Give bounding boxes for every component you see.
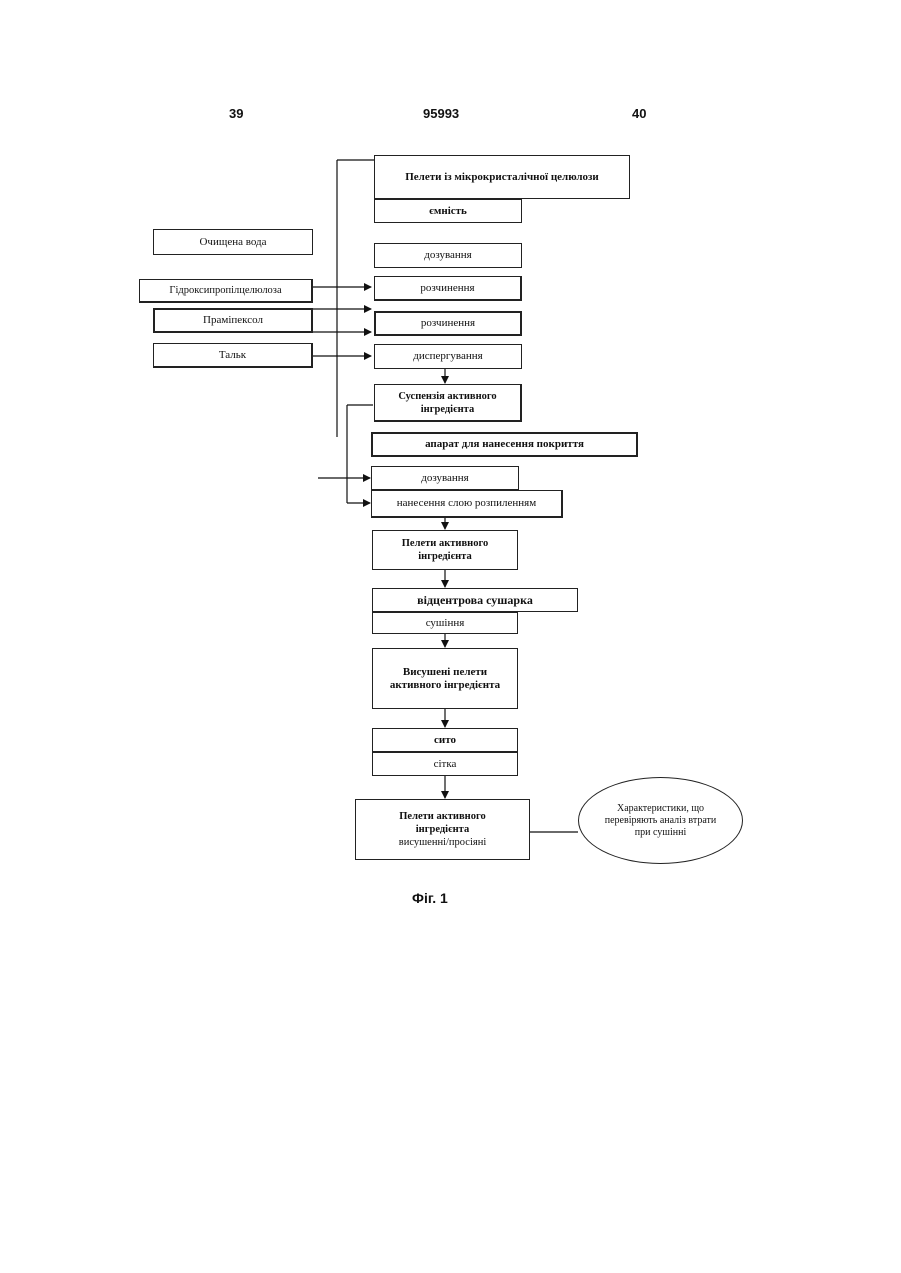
centrifugal-dryer-box: відцентрова сушарка	[372, 588, 578, 612]
container-box: ємність	[374, 199, 522, 223]
final-pellets-box: Пелети активного інгредієнта висушенні/п…	[355, 799, 530, 860]
input-purified-water: Очищена вода	[153, 229, 313, 255]
drying-box: сушіння	[372, 612, 518, 634]
input-pramipexole: Праміпексол	[153, 308, 313, 333]
characteristics-ellipse: Характеристики, що перевіряють аналіз вт…	[578, 777, 743, 864]
figure-caption: Фіг. 1	[412, 890, 448, 906]
input-talc: Тальк	[153, 343, 313, 368]
characteristics-text: Характеристики, що перевіряють аналіз вт…	[597, 803, 724, 839]
dried-pellets-box: Висушені пелети активного інгредієнта	[372, 648, 518, 709]
dosing-box-2: дозування	[371, 466, 519, 490]
input-hydroxypropylcellulose: Гідроксипропілцелюлоза	[139, 279, 313, 303]
dissolving-box-1: розчинення	[374, 276, 522, 301]
sieve-box: сито	[372, 728, 518, 752]
final-pellets-title: Пелети активного інгредієнта	[383, 810, 503, 836]
spray-layering-box: нанесення слою розпиленням	[371, 490, 563, 518]
dispersing-box: диспергування	[374, 344, 522, 369]
dosing-box-1: дозування	[374, 243, 522, 268]
mesh-box: сітка	[372, 752, 518, 776]
coating-apparatus-box: апарат для нанесення покриття	[371, 432, 638, 457]
final-pellets-subtitle: висушенні/просіяні	[399, 836, 487, 849]
api-pellets-box: Пелети активного інгредієнта	[372, 530, 518, 570]
dissolving-box-2: розчинення	[374, 311, 522, 336]
suspension-box: Суспензія активного інгредієнта	[374, 384, 522, 422]
mcc-pellets-box: Пелети із мікрокристалічної целюлози	[374, 155, 630, 199]
